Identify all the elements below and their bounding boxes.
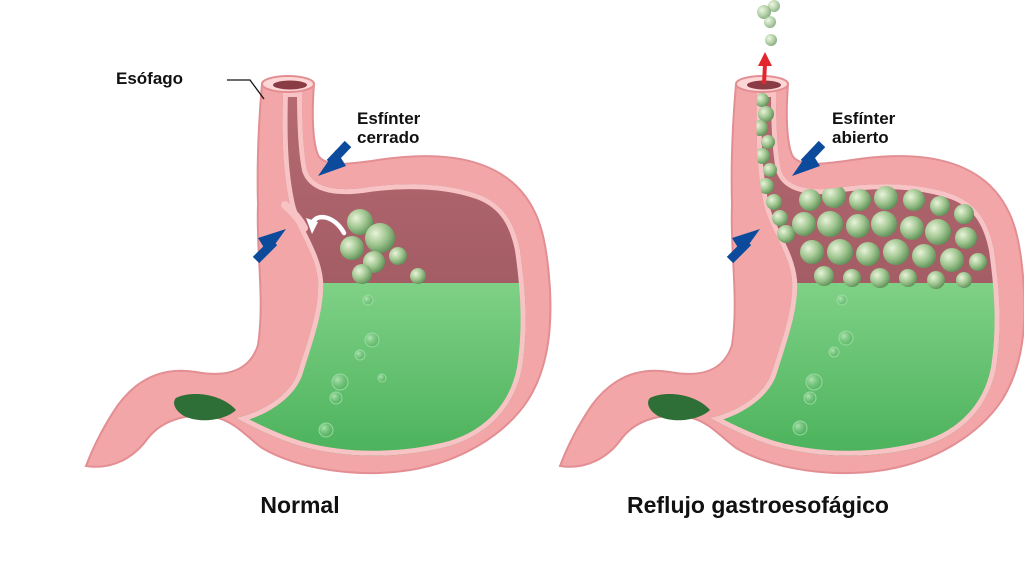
reflux-caption: Reflujo gastroesofágico	[627, 492, 889, 518]
pylorus-reflux	[648, 394, 710, 421]
normal-caption: Normal	[260, 492, 339, 518]
gas-bubbles-reflux	[752, 93, 987, 289]
blue-arrow-upper-reflux	[792, 140, 826, 176]
esophagus-label: Esófago	[116, 69, 183, 88]
closed-sphincter-label-line2: cerrado	[357, 128, 419, 147]
normal-stomach	[85, 75, 552, 475]
esophagus-leader-line	[227, 79, 265, 100]
escaping-bubbles	[757, 0, 780, 46]
acid-bubbles-reflux	[792, 294, 854, 436]
blue-arrow-lower-reflux	[726, 229, 760, 264]
blue-arrow-upper	[318, 140, 352, 176]
pylorus	[174, 394, 236, 421]
acid-bubbles	[318, 294, 387, 438]
open-sphincter-label-line1: Esfínter	[832, 109, 896, 128]
reflux-stomach	[559, 0, 1024, 475]
red-reflux-arrow	[758, 52, 772, 85]
blue-arrow-lower	[252, 229, 286, 264]
open-sphincter-label-line2: abierto	[832, 128, 889, 147]
closed-sphincter-label-line1: Esfínter	[357, 109, 421, 128]
gas-bubbles	[340, 209, 426, 284]
